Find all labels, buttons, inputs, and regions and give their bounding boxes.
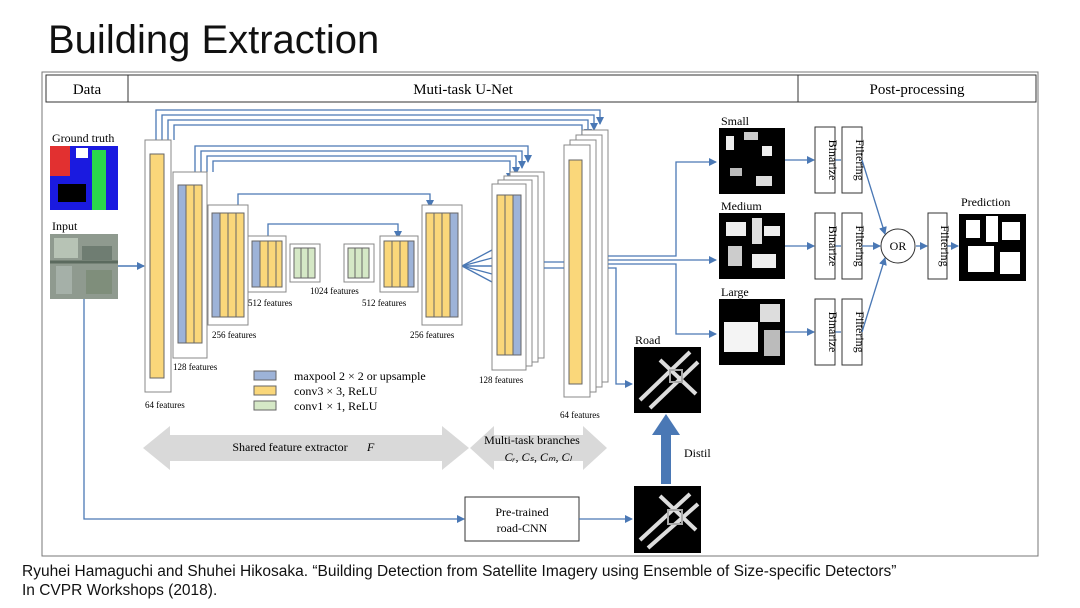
legend: maxpool 2 × 2 or upsample conv3 × 3, ReL…	[254, 369, 426, 413]
prediction-image	[959, 214, 1026, 281]
legend-blue-label: maxpool 2 × 2 or upsample	[294, 369, 426, 383]
shared-extractor-label: Shared feature extractor	[232, 440, 347, 454]
svg-text:Filtering: Filtering	[853, 311, 867, 352]
citation: Ryuhei Hamaguchi and Shuhei Hikosaka. “B…	[22, 562, 896, 600]
filtering-box-small: Filtering	[842, 127, 867, 193]
svg-text:Binarize: Binarize	[826, 312, 840, 353]
multitask-label: Multi-task branches	[484, 433, 580, 447]
road-image	[634, 347, 701, 413]
prediction-label: Prediction	[961, 195, 1010, 209]
decoder-block-256	[422, 205, 462, 325]
svg-text:Binarize: Binarize	[826, 226, 840, 267]
large-output-image	[719, 299, 785, 365]
pretrained-line2: road-CNN	[497, 521, 548, 535]
decoder-block-512	[380, 236, 418, 292]
citation-line-2: In CVPR Workshops (2018).	[22, 581, 896, 600]
label-128b-features: 128 features	[479, 375, 524, 385]
pretrained-line1: Pre-trained	[495, 505, 548, 519]
decoder-block-128-stack	[492, 172, 544, 370]
label-256-features: 256 features	[212, 330, 257, 340]
multitask-branches: Cᵣ, Cₛ, Cₘ, Cₗ	[505, 450, 573, 464]
label-512-features: 512 features	[248, 298, 293, 308]
filtering-box-final: Filtering	[928, 213, 952, 279]
or-node: OR	[881, 229, 915, 263]
citation-line-1: Ryuhei Hamaguchi and Shuhei Hikosaka. “B…	[22, 562, 896, 581]
encoder-block-512	[248, 236, 286, 292]
svg-text:Filtering: Filtering	[938, 225, 952, 266]
pretrained-road-image	[634, 486, 701, 553]
shared-extractor-var: F	[366, 440, 375, 454]
header-row: Data Muti-task U-Net Post-processing	[46, 75, 1036, 102]
legend-green-label: conv1 × 1, ReLU	[294, 399, 378, 413]
small-label: Small	[721, 114, 750, 128]
encoder-block-64	[145, 140, 171, 392]
header-data: Data	[73, 82, 102, 98]
multitask-branches-arrow: Multi-task branches Cᵣ, Cₛ, Cₘ, Cₗ	[470, 426, 607, 470]
medium-label: Medium	[721, 199, 762, 213]
encoder-block-128	[173, 172, 207, 358]
binarize-box-medium: Binarize	[815, 213, 840, 279]
input-image	[50, 234, 118, 299]
header-post: Post-processing	[870, 82, 965, 98]
large-label: Large	[721, 285, 749, 299]
distil-label: Distil	[684, 446, 711, 460]
ground-truth-image	[50, 146, 118, 210]
road-label: Road	[635, 333, 660, 347]
input-label: Input	[52, 219, 78, 233]
label-256b-features: 256 features	[410, 330, 455, 340]
encoder-block-256	[208, 205, 248, 325]
bottleneck-block-1024	[290, 244, 374, 282]
label-512b-features: 512 features	[362, 298, 407, 308]
svg-text:OR: OR	[890, 239, 907, 253]
decoder-block-64-stack	[564, 130, 608, 397]
ground-truth-label: Ground truth	[52, 131, 114, 145]
filtering-box-large: Filtering	[842, 299, 867, 365]
header-unet: Muti-task U-Net	[413, 82, 513, 98]
medium-output-image	[719, 213, 785, 279]
label-128-features: 128 features	[173, 362, 218, 372]
label-64-features: 64 features	[145, 400, 185, 410]
binarize-box-large: Binarize	[815, 299, 840, 365]
distil-arrow	[652, 414, 680, 484]
shared-extractor-arrow: Shared feature extractor F	[143, 426, 469, 470]
label-1024-features: 1024 features	[310, 286, 359, 296]
binarize-box-small: Binarize	[815, 127, 840, 193]
label-64b-features: 64 features	[560, 410, 600, 420]
svg-text:Binarize: Binarize	[826, 140, 840, 181]
svg-text:Filtering: Filtering	[853, 139, 867, 180]
legend-yellow-label: conv3 × 3, ReLU	[294, 384, 378, 398]
small-output-image	[719, 128, 785, 194]
